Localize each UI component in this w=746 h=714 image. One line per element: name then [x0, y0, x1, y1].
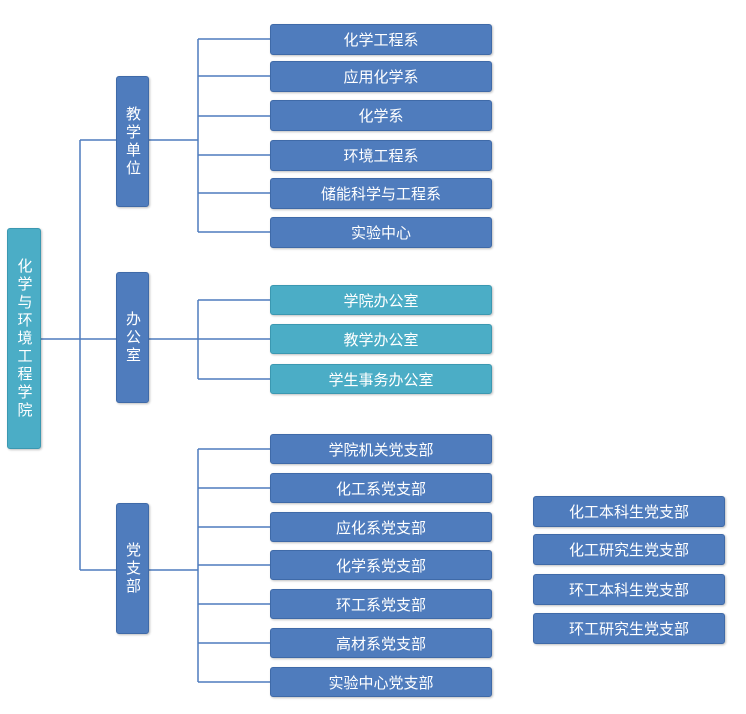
- root-node: 化学与环境工程学院: [7, 228, 41, 449]
- office-node: 学生事务办公室: [270, 364, 492, 394]
- student-party-branch-node: 环工研究生党支部: [533, 613, 725, 644]
- teaching-unit-node: 储能科学与工程系: [270, 178, 492, 209]
- student-party-branch-node: 化工研究生党支部: [533, 534, 725, 565]
- teaching-unit-node: 环境工程系: [270, 140, 492, 171]
- party-branch-node: 环工系党支部: [270, 589, 492, 619]
- teaching-unit-node: 化学工程系: [270, 24, 492, 55]
- party-branch-node: 高材系党支部: [270, 628, 492, 658]
- teaching-unit-node: 应用化学系: [270, 61, 492, 92]
- party-branch-node: 实验中心党支部: [270, 667, 492, 697]
- party-branch-node: 化工系党支部: [270, 473, 492, 503]
- party-branch-node: 学院机关党支部: [270, 434, 492, 464]
- category-office: 办公室: [116, 272, 149, 403]
- category-teaching-units: 教学单位: [116, 76, 149, 207]
- student-party-branch-node: 环工本科生党支部: [533, 574, 725, 605]
- teaching-unit-node: 实验中心: [270, 217, 492, 248]
- category-party-branch: 党支部: [116, 503, 149, 634]
- student-party-branch-node: 化工本科生党支部: [533, 496, 725, 527]
- office-node: 教学办公室: [270, 324, 492, 354]
- party-branch-node: 应化系党支部: [270, 512, 492, 542]
- teaching-unit-node: 化学系: [270, 100, 492, 131]
- party-branch-node: 化学系党支部: [270, 550, 492, 580]
- office-node: 学院办公室: [270, 285, 492, 315]
